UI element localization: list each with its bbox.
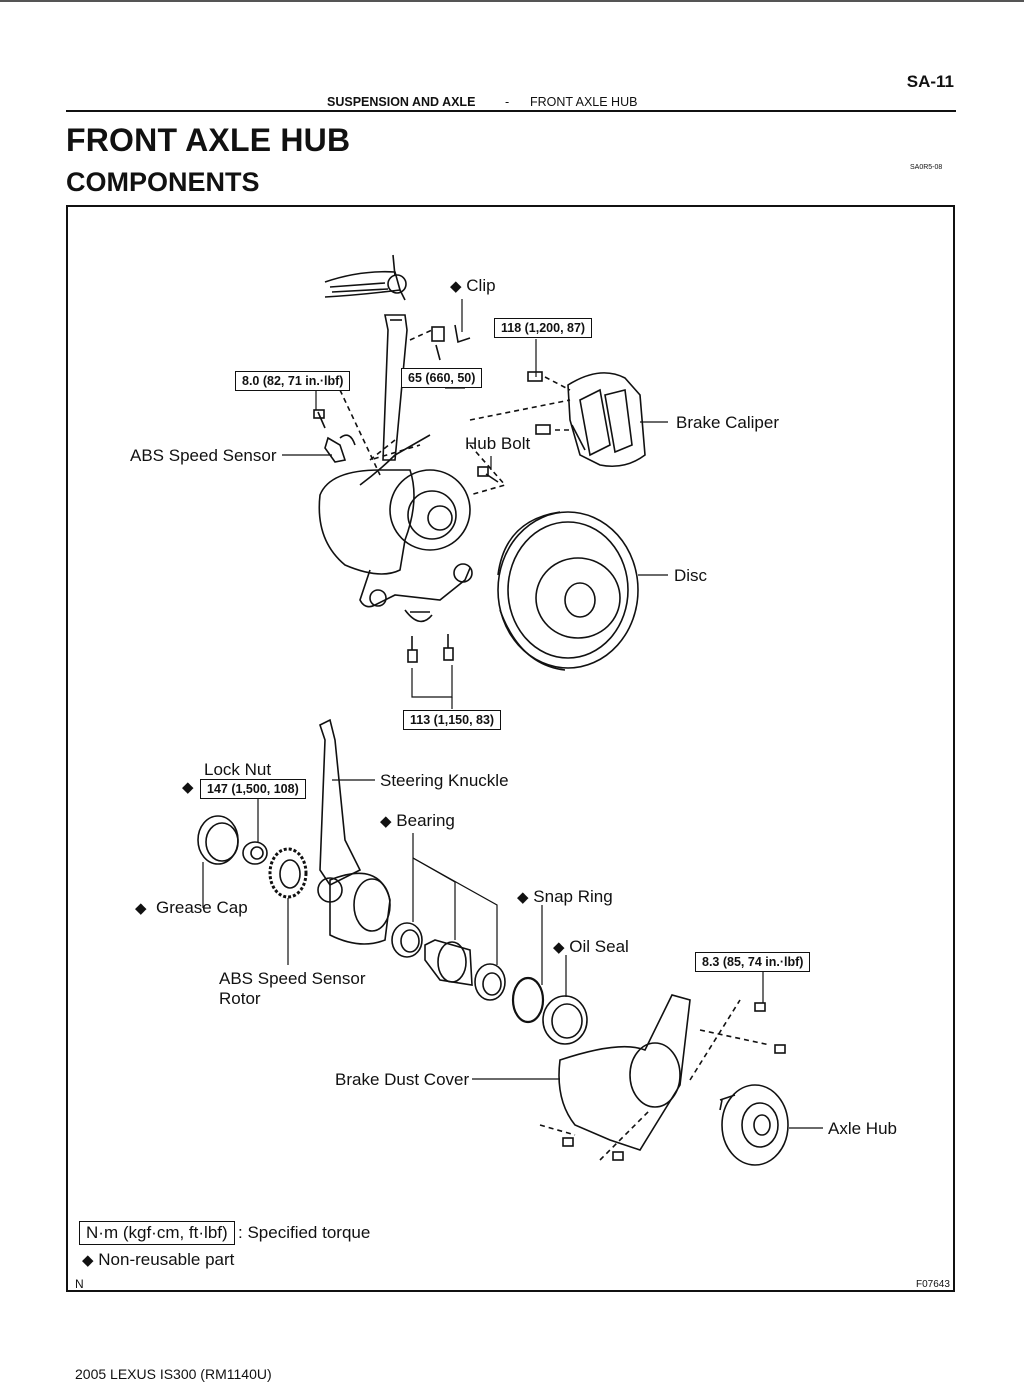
label-clip: ◆ Clip: [450, 276, 496, 296]
legend-non-reusable: ◆ Non-reusable part: [82, 1250, 234, 1270]
label-abs-speed-sensor: ABS Speed Sensor: [130, 446, 277, 465]
label-snap-ring: ◆ Snap Ring: [517, 887, 613, 907]
label-snap-ring-text: Snap Ring: [533, 887, 613, 906]
label-disc: Disc: [674, 566, 708, 585]
label-abs-rotor-line2: Rotor: [219, 989, 261, 1008]
label-bearing-text: Bearing: [396, 811, 455, 830]
page-title: FRONT AXLE HUB: [66, 122, 351, 158]
non-reusable-symbol: ◆: [182, 779, 194, 796]
page-number: SA-11: [906, 72, 954, 91]
label-oil-seal: ◆ Oil Seal: [553, 937, 629, 957]
axle-hub-drawing: [719, 1084, 789, 1166]
clip-nut-drawing: [409, 324, 471, 361]
components-diagram-frame: [66, 205, 955, 1292]
label-oil-seal-text: Oil Seal: [569, 937, 629, 956]
torque-lock-nut: 147 (1,500, 108): [200, 779, 306, 799]
brake-disc-drawing: [497, 511, 639, 671]
hub-bolt-drawing: [469, 444, 507, 496]
lock-nut-non-reusable: ◆: [182, 777, 194, 797]
top-rule: [0, 0, 1024, 2]
label-abs-speed-sensor-rotor: ABS Speed Sensor Rotor: [219, 969, 365, 1009]
dust-cover-drawing: [539, 994, 786, 1161]
legend-non-reusable-text: Non-reusable part: [98, 1250, 235, 1269]
non-reusable-symbol: ◆: [553, 939, 565, 956]
subsection-title: FRONT AXLE HUB: [530, 95, 638, 109]
label-bearing: ◆ Bearing: [380, 811, 455, 831]
non-reusable-symbol: ◆: [135, 900, 147, 917]
leader-lines: [202, 299, 823, 1129]
label-brake-dust-cover: Brake Dust Cover: [335, 1070, 470, 1089]
corner-mark: N: [75, 1277, 84, 1291]
torque-dust-cover-bolt: 8.3 (85, 74 in.·lbf): [695, 952, 811, 972]
figure-id: F07643: [916, 1279, 950, 1290]
brake-caliper-drawing: [469, 371, 646, 468]
knuckle-assembly-drawing: [318, 314, 473, 623]
section-title: SUSPENSION AND AXLE: [327, 95, 476, 109]
header-rule: [66, 110, 956, 112]
label-axle-hub: Axle Hub: [828, 1119, 897, 1138]
torque-sensor-bolt: 8.0 (82, 71 in.·lbf): [235, 371, 351, 391]
label-steering-knuckle: Steering Knuckle: [380, 771, 509, 790]
grease-cap-drawing: [197, 815, 239, 865]
label-clip-text: Clip: [466, 276, 496, 295]
abs-sensor-drawing: [313, 409, 356, 463]
non-reusable-symbol: ◆: [450, 278, 462, 295]
lower-bolts-drawing: [407, 634, 454, 663]
label-abs-rotor-line1: ABS Speed Sensor: [219, 969, 366, 988]
legend-torque-text: : Specified torque: [238, 1223, 371, 1242]
document-code: SA0R5-08: [910, 164, 943, 171]
non-reusable-symbol: ◆: [82, 1252, 94, 1269]
label-grease-cap: ◆ Grease Cap: [135, 898, 248, 918]
steering-knuckle-drawing: [317, 718, 391, 945]
upper-arm-drawing: [324, 254, 407, 301]
bearing-drawing: [391, 922, 506, 1001]
page-subtitle: COMPONENTS: [66, 167, 260, 197]
lock-nut-drawing: [242, 841, 268, 865]
page-footer: 2005 LEXUS IS300 (RM1140U): [75, 1366, 272, 1382]
torque-caliper-bolt: 118 (1,200, 87): [494, 318, 593, 338]
snap-ring-oil-seal-drawing: [511, 976, 588, 1045]
torque-lower-bolts: 113 (1,150, 83): [403, 710, 502, 730]
label-grease-cap-text: Grease Cap: [156, 898, 248, 917]
legend-torque-unit: N·m (kgf·cm, ft·lbf): [79, 1221, 235, 1245]
header-separator: -: [505, 95, 510, 109]
non-reusable-symbol: ◆: [517, 889, 529, 906]
label-lock-nut: Lock Nut: [204, 760, 272, 779]
label-hub-bolt: Hub Bolt: [465, 434, 531, 453]
non-reusable-symbol: ◆: [380, 813, 392, 830]
abs-rotor-drawing: [268, 847, 308, 899]
label-brake-caliper: Brake Caliper: [676, 413, 779, 432]
torque-tie-rod-nut: 65 (660, 50): [401, 368, 483, 388]
